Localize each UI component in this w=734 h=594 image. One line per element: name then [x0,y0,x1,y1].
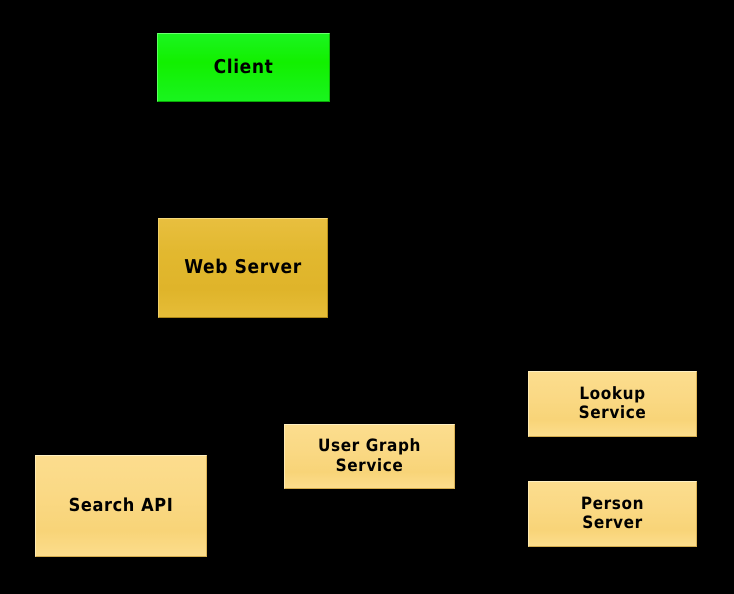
node-web-server[interactable]: Web Server [158,218,328,318]
node-client-label: Client [213,55,274,78]
node-lookup-service-label: Lookup Service [578,383,647,423]
node-client[interactable]: Client [157,33,330,102]
node-user-graph-service-label: User Graph Service [317,436,422,476]
node-person-server-label: Person Server [580,493,645,533]
node-user-graph-service[interactable]: User Graph Service [284,424,455,489]
node-person-server[interactable]: Person Server [528,481,697,547]
node-web-server-label: Web Server [184,256,302,279]
node-search-api-label: Search API [68,494,174,516]
node-lookup-service[interactable]: Lookup Service [528,371,697,437]
node-search-api[interactable]: Search API [35,455,207,557]
